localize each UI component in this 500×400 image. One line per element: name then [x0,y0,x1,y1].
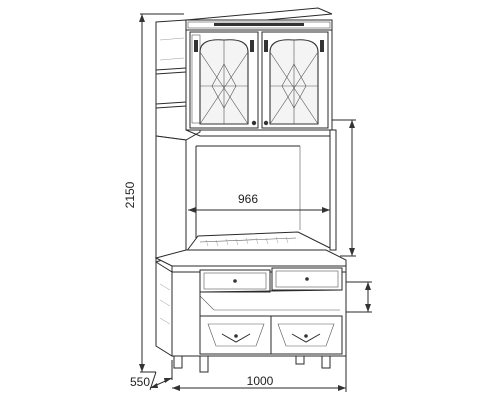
inner-width-dimension-label: 966 [238,192,258,206]
handle-icon [305,277,309,281]
right-glass-door [261,31,329,129]
leg-front-left [199,355,209,373]
side-shelves [155,67,187,109]
height-dimension-label: 2150 [123,181,137,208]
leg-right [321,355,331,369]
handle-icon [304,334,308,338]
lower-cabinet [154,249,347,373]
floor-grooves [205,236,289,247]
top-drawer-left [199,269,271,293]
handle-icon [233,279,237,283]
leg-front-right [295,355,305,365]
top-drawer-right [271,267,343,291]
left-glass-door [189,31,259,129]
width-dimension-label: 1000 [247,374,274,388]
dimension-lines [139,13,372,392]
handle-icon [234,334,238,338]
depth-dimension-label: 550 [130,375,150,389]
glass-lattice-icon [199,40,249,125]
handle-icon [263,120,269,126]
bottom-drawer [199,315,343,355]
glass-lattice-icon [269,40,319,125]
upper-cabinet [155,7,333,141]
middle-section [155,129,337,263]
handle-icon [251,120,257,126]
leg-left [173,355,183,369]
